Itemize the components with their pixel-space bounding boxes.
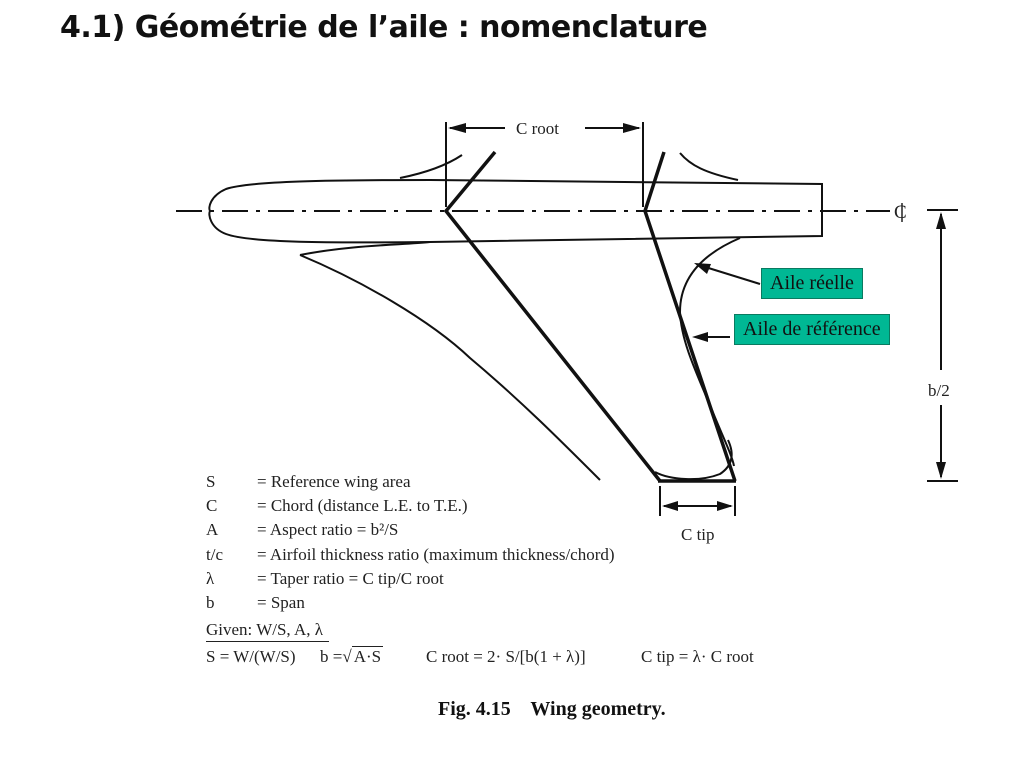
upper-fillet-left bbox=[399, 154, 463, 179]
c-root-label: C root bbox=[516, 119, 559, 138]
c-tip-label: C tip bbox=[681, 525, 715, 544]
legend-symbol: t/c bbox=[206, 544, 223, 564]
legend-definition: = Chord (distance L.E. to T.E.) bbox=[257, 496, 468, 516]
actual-wing-leader bbox=[701, 265, 761, 285]
given-line: Given: W/S, A, λ bbox=[206, 620, 330, 642]
legend-definition: = Airfoil thickness ratio (maximum thick… bbox=[257, 544, 615, 564]
leading-edge-fillet bbox=[299, 254, 601, 481]
actual-wing-arrowhead bbox=[694, 263, 711, 274]
legend-row: C = Chord (distance L.E. to T.E.) bbox=[206, 494, 615, 518]
formula-c-tip: C tip = λ· C root bbox=[641, 647, 754, 666]
figure-caption: Fig. 4.15 Wing geometry. bbox=[438, 698, 666, 720]
root-fillet-front bbox=[299, 241, 431, 256]
trailing-edge-fillet bbox=[678, 237, 741, 467]
tip-rounding bbox=[654, 439, 733, 481]
c-tip-arrowhead-left bbox=[662, 501, 678, 511]
half-span-label: b/2 bbox=[928, 381, 950, 400]
legend-symbol: λ bbox=[206, 568, 215, 588]
slide-title: 4.1) Géométrie de l’aile : nomenclature bbox=[60, 10, 708, 45]
reference-trailing-edge bbox=[643, 151, 737, 482]
half-span-arrowhead-top bbox=[936, 212, 946, 229]
upper-fillet-right bbox=[679, 152, 739, 181]
reference-wing-arrowhead bbox=[692, 332, 708, 342]
legend-definition: = Aspect ratio = b²/S bbox=[257, 520, 399, 540]
legend-definition: = Reference wing area bbox=[257, 472, 411, 491]
formula-c-root: C root = 2· S/[b(1 + λ)] bbox=[426, 647, 586, 666]
actual-wing-callout: Aile réelle bbox=[761, 268, 863, 299]
formula-b-prefix: b = bbox=[320, 647, 343, 666]
c-tip-arrowhead-right bbox=[717, 501, 733, 511]
legend-definition: = Span bbox=[257, 593, 305, 613]
symbol-legend: S = Reference wing area C = Chord (dista… bbox=[206, 470, 615, 615]
legend-row: b = Span bbox=[206, 591, 615, 615]
reference-wing-callout: Aile de référence bbox=[734, 314, 890, 345]
legend-symbol: A bbox=[206, 520, 219, 540]
legend-row: t/c = Airfoil thickness ratio (maximum t… bbox=[206, 543, 615, 567]
reference-leading-edge bbox=[443, 150, 662, 483]
legend-symbol: S bbox=[206, 472, 216, 491]
c-root-arrowhead-left bbox=[448, 123, 466, 133]
formula-b-radicand: A·S bbox=[351, 646, 384, 666]
c-root-arrowhead-right bbox=[623, 123, 641, 133]
formula-b: b =√A·S bbox=[320, 646, 384, 667]
legend-row: λ = Taper ratio = C tip/C root bbox=[206, 567, 615, 591]
legend-row: A = Aspect ratio = b²/S bbox=[206, 518, 615, 542]
sqrt-icon: √ bbox=[342, 647, 352, 666]
legend-definition: = Taper ratio = C tip/C root bbox=[257, 568, 444, 588]
legend-symbol: C bbox=[206, 496, 218, 516]
half-span-arrowhead-bottom bbox=[936, 462, 946, 479]
legend-symbol: b bbox=[206, 593, 215, 613]
centerline-symbol: C bbox=[894, 202, 907, 223]
legend-row: S = Reference wing area bbox=[206, 470, 615, 494]
fuselage-outline bbox=[208, 178, 823, 244]
formula-s: S = W/(W/S) bbox=[206, 647, 296, 666]
